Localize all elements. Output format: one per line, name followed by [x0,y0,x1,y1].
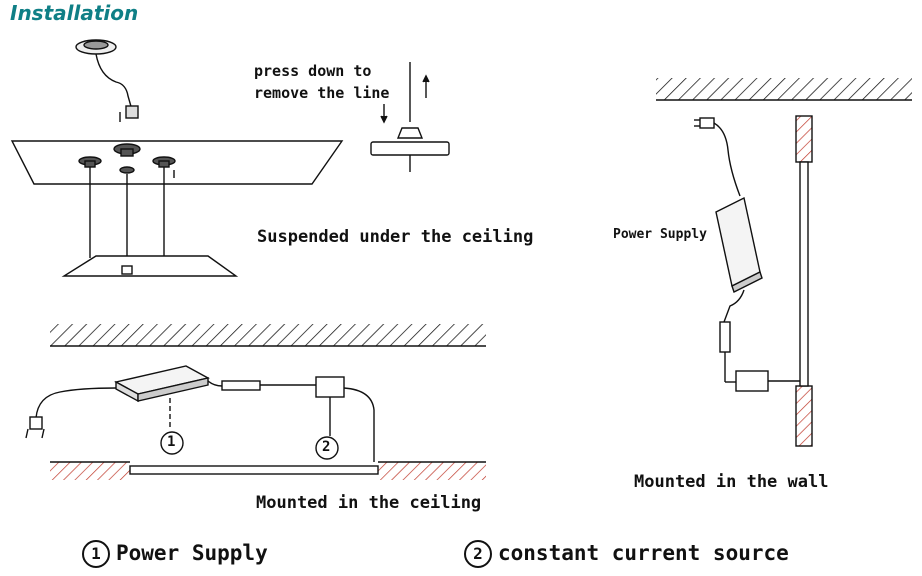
wall-mount-diagram [656,78,912,447]
marker-1: 1 [167,434,176,450]
suspended-caption: Suspended under the ceiling [257,227,534,247]
legend-text-1: Power Supply [116,541,268,565]
legend-text-2: constant current source [498,541,789,565]
wire-release-detail [370,62,450,172]
legend-number-1: 1 [82,540,110,568]
marker-2: 2 [322,439,331,455]
remove-line-label: remove the line [254,84,390,102]
press-down-label: press down to [254,62,372,80]
ceiling-mount-caption: Mounted in the ceiling [256,493,482,513]
canopy-right [152,156,176,168]
power-supply-label: Power Supply [613,227,707,242]
suspended-diagram [10,39,344,277]
legend-number-2: 2 [464,540,492,568]
page-title: Installation [10,1,139,25]
ceiling-mount-diagram [25,324,486,480]
wall-mount-caption: Mounted in the wall [634,472,829,492]
canopy-center [113,143,141,174]
